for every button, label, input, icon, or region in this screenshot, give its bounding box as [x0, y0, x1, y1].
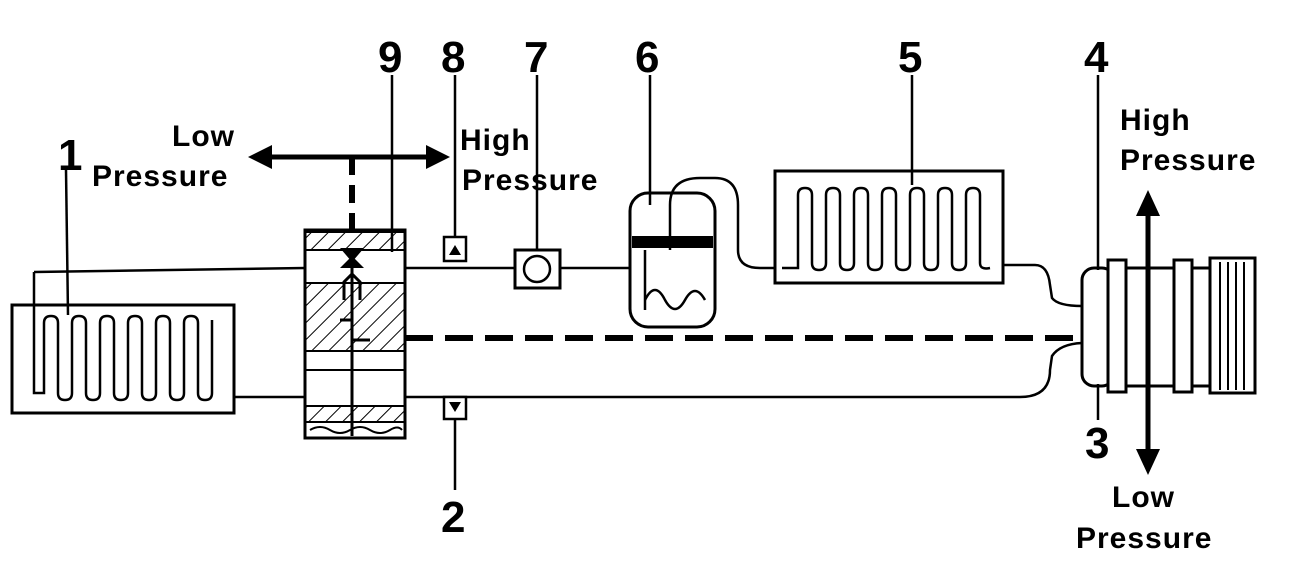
evaporator-coil — [10, 272, 236, 415]
pressure-selector-arrow — [248, 145, 450, 232]
high-pressure-mid-line1: High — [460, 124, 531, 157]
label-2: 2 — [441, 493, 465, 542]
pressure-vertical-arrow — [1136, 190, 1160, 475]
high-pressure-right-line2: Pressure — [1120, 144, 1256, 177]
sight-glass — [513, 248, 562, 290]
label-3: 3 — [1085, 419, 1109, 468]
leader-lines — [64, 75, 1100, 490]
label-1: 1 — [58, 131, 82, 180]
label-8: 8 — [441, 33, 465, 82]
high-pressure-right-line1: High — [1120, 104, 1191, 137]
pipe-evap-top — [33, 266, 306, 274]
valve-block — [303, 228, 407, 440]
condenser-coil — [773, 169, 1083, 308]
label-7: 7 — [524, 33, 548, 82]
low-pressure-left-line2: Pressure — [92, 160, 228, 193]
high-pressure-mid-line2: Pressure — [462, 164, 598, 197]
label-4: 4 — [1084, 33, 1109, 82]
service-port-bottom — [442, 395, 468, 421]
pipe-bottom — [405, 341, 1083, 399]
receiver-drier — [628, 176, 782, 329]
compressor — [1080, 256, 1257, 395]
low-pressure-left-line1: Low — [172, 120, 235, 153]
low-pressure-right-line1: Low — [1112, 481, 1175, 514]
label-5: 5 — [898, 33, 922, 82]
service-port-top — [442, 235, 468, 263]
label-9: 9 — [378, 33, 402, 82]
label-6: 6 — [635, 33, 659, 82]
low-pressure-right-line2: Pressure — [1076, 522, 1212, 555]
